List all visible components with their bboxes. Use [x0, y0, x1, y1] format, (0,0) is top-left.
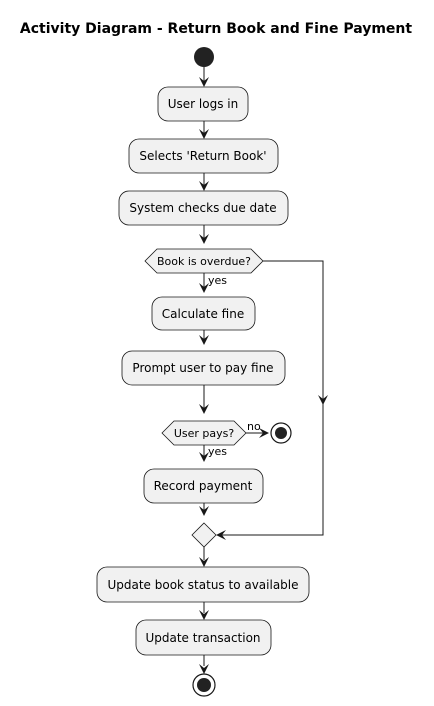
action-update-transaction-label: Update transaction [145, 631, 260, 645]
action-calc-fine-label: Calculate fine [162, 307, 244, 321]
arrowhead [318, 395, 328, 405]
action-update-status [96, 566, 310, 603]
arrowhead [199, 129, 209, 139]
arrowhead [199, 610, 209, 620]
flow-final-node [270, 422, 292, 444]
end-node-dot [197, 678, 211, 692]
decision-pays [161, 420, 247, 446]
merge-node [191, 522, 217, 548]
arrowhead [199, 664, 209, 674]
arrowhead [199, 283, 209, 293]
arrowhead [199, 77, 209, 87]
action-login-label: User logs in [168, 97, 238, 111]
arrowhead [199, 452, 209, 462]
arrowhead [199, 181, 209, 191]
decision-overdue [144, 248, 264, 274]
guard-overdue-yes: yes [208, 274, 227, 287]
action-record-payment [143, 468, 264, 504]
edges [203, 67, 324, 666]
action-select-return [128, 138, 279, 174]
edge-overdue-no-branch [221, 260, 324, 536]
action-update-transaction [135, 619, 272, 656]
arrowheads [199, 77, 328, 674]
diagram-title: Activity Diagram - Return Book and Fine … [20, 21, 412, 37]
action-prompt-pay [121, 350, 286, 386]
arrowhead [259, 428, 269, 438]
arrowhead [199, 404, 209, 414]
action-calc-fine [151, 296, 256, 331]
guard-pays-yes: yes [208, 445, 227, 458]
action-prompt-pay-label: Prompt user to pay fine [132, 361, 273, 375]
arrowhead [199, 506, 209, 516]
guard-pays-no: no [247, 420, 261, 433]
action-check-due [118, 190, 289, 226]
action-check-due-label: System checks due date [129, 201, 276, 215]
action-update-status-label: Update book status to available [107, 578, 298, 592]
decision-overdue-label: Book is overdue? [157, 255, 251, 268]
end-node [192, 673, 216, 697]
action-select-return-label: Selects 'Return Book' [139, 149, 266, 163]
start-node [194, 47, 214, 67]
action-record-payment-label: Record payment [154, 479, 253, 493]
flow-final-dot [275, 427, 287, 439]
arrowhead [199, 335, 209, 345]
arrowhead [199, 557, 209, 567]
arrowhead [199, 234, 209, 244]
action-login [157, 86, 249, 122]
decision-pays-label: User pays? [174, 427, 235, 440]
arrowhead [216, 530, 226, 540]
